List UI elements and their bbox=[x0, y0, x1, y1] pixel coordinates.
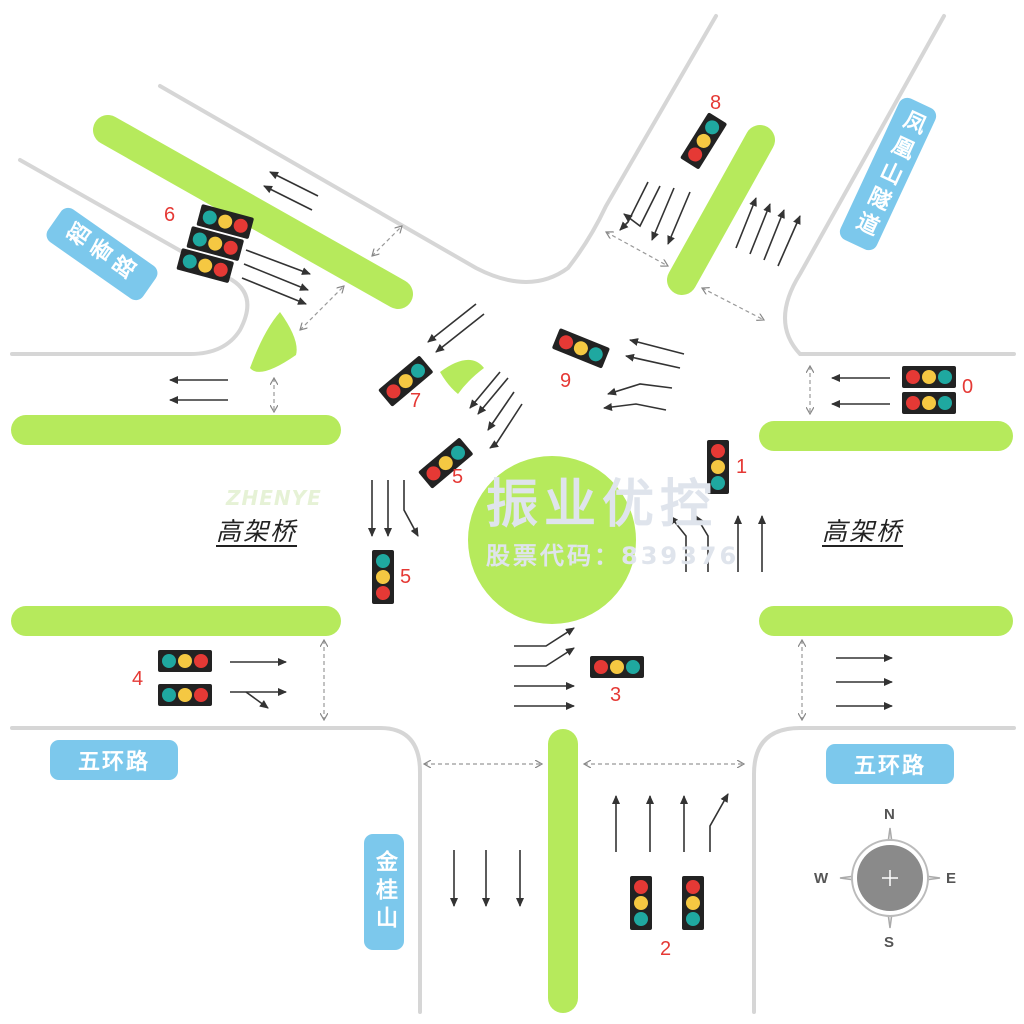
signal-number-4: 4 bbox=[132, 668, 144, 690]
watermark-logo: ZHENYE bbox=[226, 486, 322, 510]
traffic-light-icon bbox=[552, 328, 610, 369]
elevated-label-west: 高架桥 bbox=[216, 517, 298, 546]
signal-number-2: 2 bbox=[660, 938, 672, 960]
traffic-light-icon bbox=[682, 876, 704, 930]
watermark-title: 振业优控 bbox=[486, 475, 719, 535]
road-edges bbox=[10, 14, 1016, 1014]
crosswalks bbox=[274, 226, 810, 764]
traffic-light-icon bbox=[680, 112, 727, 169]
compass-east: E bbox=[946, 870, 957, 887]
traffic-light-icon bbox=[186, 226, 244, 261]
medians bbox=[11, 115, 1013, 1013]
signal-number-7: 7 bbox=[410, 390, 422, 412]
road-label-wuhuan-west: 五环路 bbox=[50, 740, 178, 780]
compass-icon bbox=[839, 827, 941, 929]
traffic-light-icon bbox=[378, 356, 433, 407]
compass-west: W bbox=[814, 870, 829, 887]
road-label-jingui: 金桂山 bbox=[364, 834, 404, 950]
traffic-light-icon bbox=[590, 656, 644, 678]
traffic-light-icon bbox=[158, 650, 212, 672]
lane-arrows bbox=[169, 171, 893, 907]
traffic-light-icon bbox=[176, 248, 234, 283]
signal-number-3: 3 bbox=[610, 684, 622, 706]
signal-number-5a: 5 bbox=[452, 466, 464, 488]
traffic-light-icon bbox=[630, 876, 652, 930]
traffic-light-icon bbox=[418, 438, 473, 489]
signal-number-8: 8 bbox=[710, 92, 722, 114]
signal-number-9: 9 bbox=[560, 370, 572, 392]
traffic-light-icon bbox=[902, 366, 956, 388]
traffic-lights bbox=[158, 112, 956, 930]
watermark-subtitle: 股票代码：839376 bbox=[486, 542, 740, 570]
traffic-light-icon bbox=[372, 550, 394, 604]
compass-north: N bbox=[884, 806, 895, 823]
traffic-light-icon bbox=[196, 204, 254, 239]
signal-number-6: 6 bbox=[164, 204, 176, 226]
elevated-label-east: 高架桥 bbox=[822, 517, 904, 546]
signal-number-1: 1 bbox=[736, 456, 748, 478]
road-label-wuhuan-east: 五环路 bbox=[826, 744, 954, 784]
traffic-light-icon bbox=[902, 392, 956, 414]
compass-south: S bbox=[884, 934, 895, 951]
signal-number-5b: 5 bbox=[400, 566, 412, 588]
traffic-light-icon bbox=[707, 440, 729, 494]
signal-number-0: 0 bbox=[962, 376, 974, 398]
traffic-light-icon bbox=[158, 684, 212, 706]
